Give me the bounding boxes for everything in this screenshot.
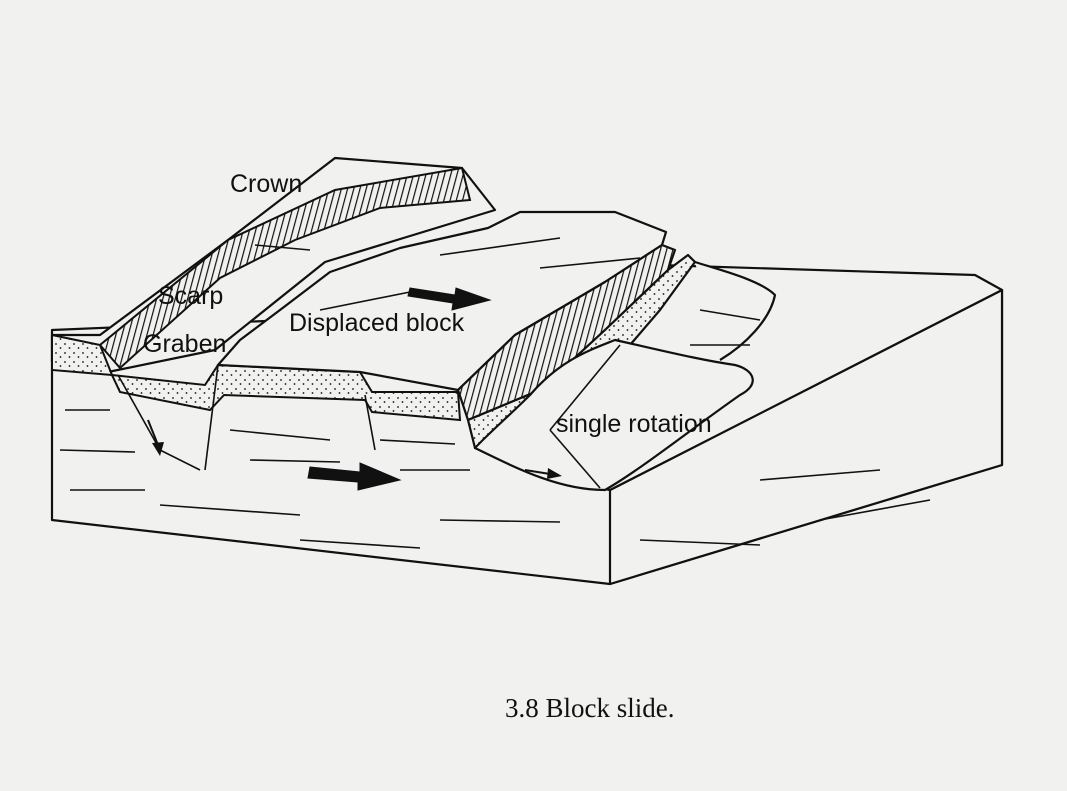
label-scarp: Scarp: [158, 282, 223, 310]
figure-caption: 3.8 Block slide.: [505, 693, 675, 723]
toe-arrow: [524, 468, 562, 479]
stippled-layer-left: [51, 333, 462, 422]
rotation-toe: [473, 260, 777, 492]
label-graben: Graben: [143, 330, 226, 358]
main-scarp: [98, 166, 472, 370]
label-displaced-block: Displaced block: [289, 309, 465, 337]
label-crown: Crown: [230, 170, 302, 198]
base-slide-arrow: [307, 462, 402, 491]
displaced-block-arrow: [407, 287, 492, 311]
bedding-lines: [59, 237, 931, 549]
label-single-rotation: single rotation: [556, 410, 712, 438]
graben-arrow: [147, 419, 164, 456]
arrows: [147, 287, 562, 491]
